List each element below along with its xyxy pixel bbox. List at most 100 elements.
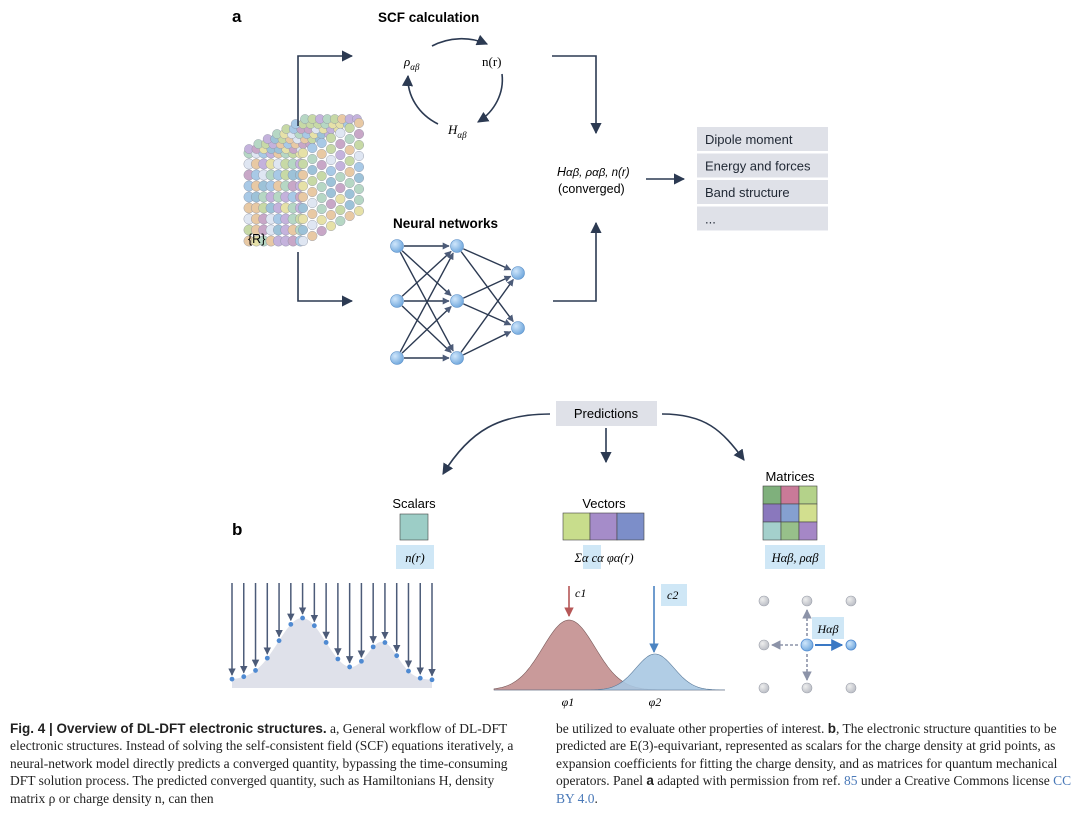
caption-b-label: b — [827, 721, 837, 736]
caption-text-2d: under a Creative Commons license — [857, 773, 1054, 789]
arrow-nn-to-converged — [553, 221, 602, 302]
scalar-box — [399, 513, 429, 541]
atom — [335, 215, 346, 226]
atom — [307, 197, 318, 208]
basis-peak-2 — [494, 653, 726, 691]
lattice-site — [845, 682, 857, 694]
atom — [354, 150, 365, 161]
atom — [307, 175, 318, 186]
arrow-to-scf — [297, 50, 354, 126]
grid-point — [323, 640, 329, 645]
caption-ref-link[interactable]: 85 — [843, 773, 858, 789]
nn-edge — [401, 250, 452, 297]
lattice-site — [801, 595, 813, 607]
lattice-target — [845, 639, 857, 651]
matrix-cell — [762, 503, 782, 523]
scalars-formula: n(r) — [405, 551, 424, 565]
grid-point — [253, 668, 258, 673]
property-box — [697, 153, 828, 178]
nn-node — [390, 351, 404, 365]
vectors-formula: Σα cα φα(r) — [573, 551, 633, 565]
grid-point — [370, 644, 376, 650]
atom — [335, 138, 346, 149]
nn-edge — [401, 306, 452, 354]
atom — [316, 192, 327, 203]
nn-node — [511, 266, 525, 280]
atom — [326, 165, 337, 176]
atom — [344, 199, 355, 210]
atom — [298, 158, 309, 169]
figure-caption: Fig. 4 | Overview of DL-DFT electronic s… — [10, 720, 1072, 824]
scf-title: SCF calculation — [378, 10, 479, 25]
nn-node — [450, 294, 464, 308]
matrix-cell — [798, 485, 818, 505]
matrices-label: Matrices — [765, 469, 815, 484]
predictions-box — [556, 401, 657, 426]
density-area — [232, 618, 432, 688]
property-label: Dipole moment — [705, 132, 793, 147]
arrow-to-scalars — [442, 413, 551, 475]
atom — [354, 194, 365, 205]
matrix-cell — [798, 503, 818, 523]
atom — [316, 181, 327, 192]
caption-text-1: a, General workflow of DL-DFT electronic… — [10, 721, 514, 806]
matrices-formula: Hαβ, ραβ — [771, 551, 820, 565]
caption-text-2b: , The electronic structure quantities to… — [556, 721, 1058, 789]
c2-label: c2 — [667, 588, 678, 602]
nn-node — [390, 294, 404, 308]
nn-node — [511, 321, 525, 335]
grid-point — [300, 615, 305, 621]
atom — [354, 139, 365, 150]
caption-fig-label: Fig. 4 | Overview of DL-DFT electronic s… — [10, 721, 327, 736]
vector-boxes — [562, 512, 645, 541]
property-label: Band structure — [705, 185, 790, 200]
atom — [335, 171, 346, 182]
atom — [316, 214, 327, 225]
lattice-site — [845, 595, 857, 607]
nn-edge — [460, 278, 514, 353]
grid-point — [288, 621, 294, 627]
neural-network-graph — [390, 239, 525, 365]
matrix-cell — [780, 485, 800, 505]
atom — [298, 180, 309, 191]
predictions-label: Predictions — [574, 406, 639, 421]
atom — [326, 220, 337, 231]
h-label-bg — [812, 617, 844, 639]
lattice-center — [800, 638, 814, 652]
atom — [316, 203, 327, 214]
atom — [326, 176, 337, 187]
converged-label: (converged) — [558, 182, 625, 196]
caption-license-link[interactable]: CC BY 4.0 — [556, 773, 1072, 806]
matrices-formula-bg — [765, 545, 825, 569]
atom — [307, 164, 318, 175]
expansion-basis-plot: c1 c2 φ1 φ2 — [493, 584, 726, 709]
nn-node — [390, 239, 404, 253]
scf-arrow-top — [431, 34, 489, 47]
atom — [354, 172, 365, 183]
caption-text-end: . — [594, 790, 598, 806]
matrix-cell — [780, 503, 800, 523]
atom — [344, 166, 355, 177]
arrow-to-matrices — [661, 413, 745, 461]
grid-point — [382, 640, 388, 645]
atom — [335, 182, 346, 193]
c2-label-bg — [661, 584, 687, 606]
lattice-site — [758, 682, 770, 694]
atom — [307, 153, 318, 164]
h-label: Hαβ — [817, 622, 839, 636]
vectors-formula-highlight — [583, 545, 601, 569]
atom — [316, 159, 327, 170]
matrix-cell — [762, 521, 782, 541]
atom — [316, 137, 327, 148]
grid-point — [429, 677, 435, 683]
atom — [354, 128, 365, 139]
atom — [298, 147, 309, 158]
atom — [298, 235, 309, 246]
grid-point — [311, 623, 317, 629]
scf-arrow-right — [477, 73, 504, 123]
atom — [344, 133, 355, 144]
atom — [298, 213, 309, 224]
grid-point — [347, 664, 353, 670]
rho-symbol: ραβ — [403, 54, 420, 72]
